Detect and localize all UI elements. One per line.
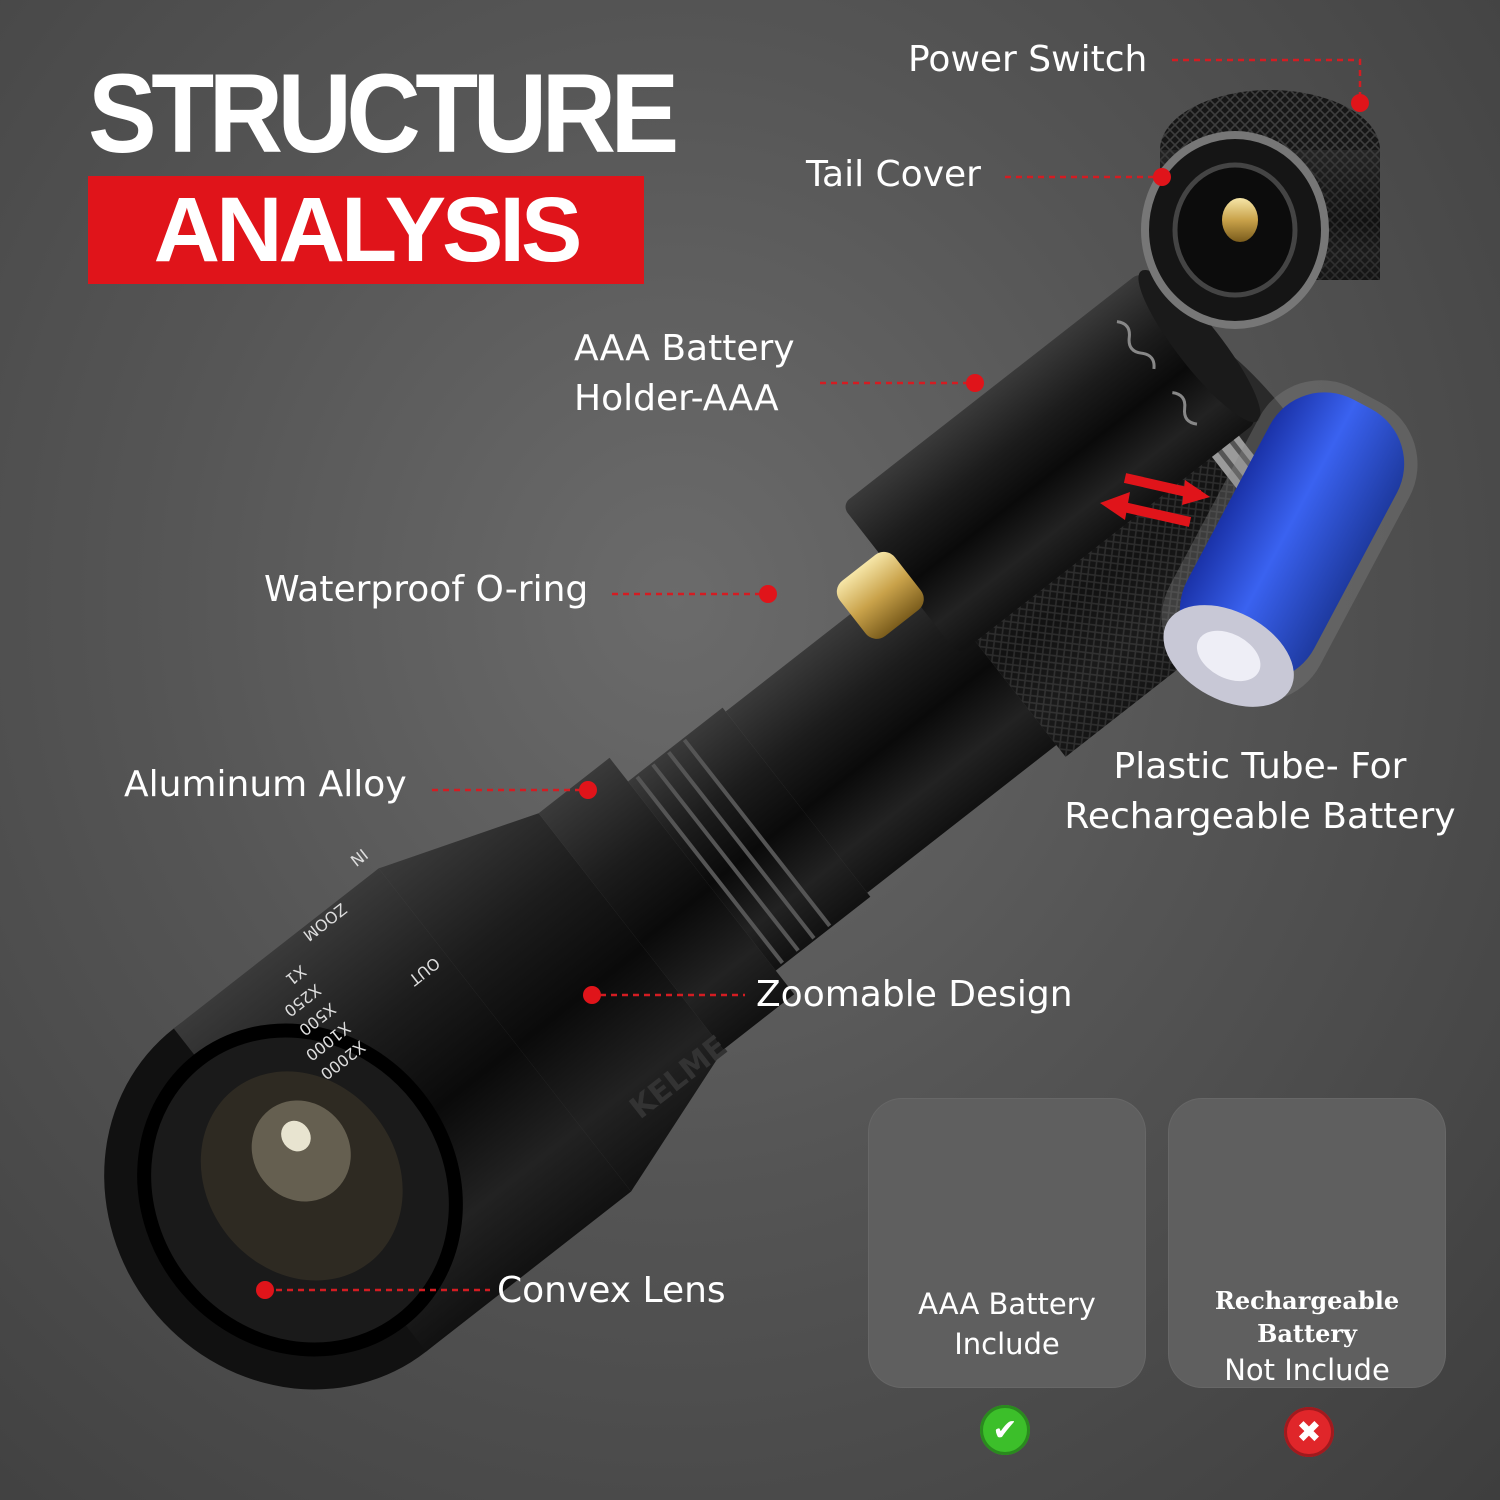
leader-lines	[265, 58, 1362, 1292]
label-plastic-tube: Plastic Tube- For Rechargeable Battery	[1040, 742, 1480, 843]
label-battery-holder: AAA Battery Holder-AAA	[574, 324, 795, 425]
label-power-switch: Power Switch	[908, 39, 1148, 80]
card-rechargeable-line1: Rechargeable Battery	[1214, 1286, 1400, 1349]
label-lens: Convex Lens	[497, 1270, 726, 1311]
card-aaa-line2: Include	[954, 1327, 1060, 1362]
label-battery-holder-line1: AAA Battery	[574, 328, 795, 369]
label-battery-holder-line2: Holder-AAA	[574, 378, 779, 420]
label-tail-cover: Tail Cover	[806, 154, 981, 195]
zoom-mark-in: IN	[347, 845, 372, 870]
label-zoom: Zoomable Design	[756, 974, 1073, 1015]
battery-holder	[836, 269, 1261, 651]
label-oring: Waterproof O-ring	[264, 569, 589, 610]
label-plastic-tube-line2: Rechargeable Battery	[1064, 796, 1456, 838]
card-rechargeable-line2: Not Include	[1224, 1353, 1390, 1388]
title-line-2: ANALYSIS	[88, 176, 644, 284]
leader-dots	[256, 94, 1369, 1299]
tail-cover	[1141, 90, 1380, 329]
check-icon: ✔	[980, 1405, 1030, 1455]
swap-arrows-icon	[1100, 473, 1210, 527]
card-rechargeable-not-included: Rechargeable Battery Not Include	[1168, 1098, 1446, 1388]
rechargeable-battery	[1161, 380, 1418, 707]
card-aaa-included: AAA Battery Include	[868, 1098, 1146, 1388]
label-plastic-tube-line1: Plastic Tube- For	[1113, 746, 1407, 787]
label-alloy: Aluminum Alloy	[124, 764, 407, 805]
title-line-1: STRUCTURE	[88, 51, 679, 176]
card-aaa-line1: AAA Battery	[918, 1287, 1096, 1321]
cross-icon: ✖	[1284, 1407, 1334, 1457]
